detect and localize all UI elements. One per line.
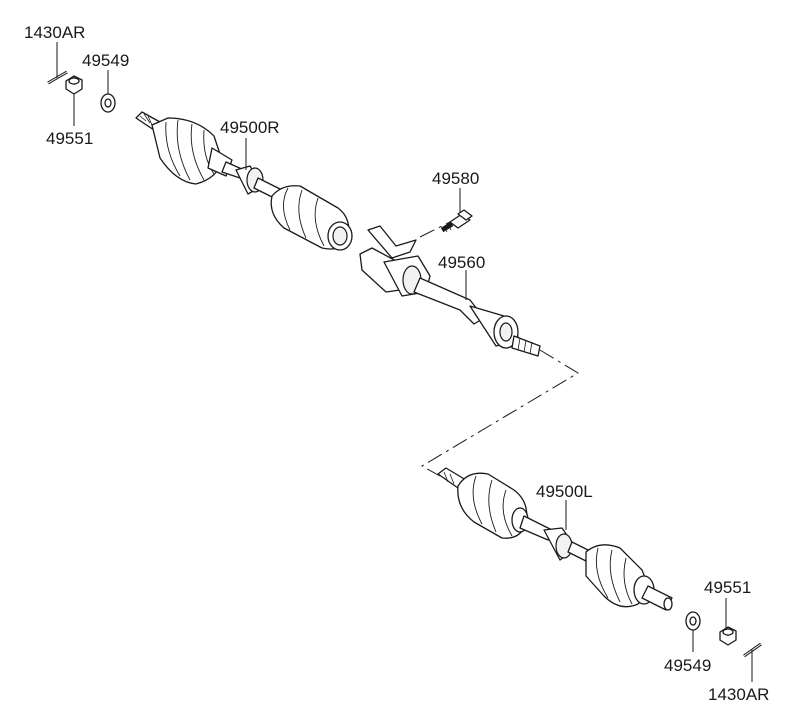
washer-top-icon bbox=[100, 93, 116, 113]
nut-bottom-icon bbox=[719, 626, 737, 646]
label-axle-left: 49500L bbox=[536, 482, 593, 501]
label-axle-right: 49500R bbox=[220, 118, 280, 137]
leader-lines bbox=[56, 42, 753, 682]
label-nut-bottom: 49551 bbox=[704, 578, 751, 597]
label-nut-top: 49551 bbox=[46, 129, 93, 148]
axle-left-assembly bbox=[437, 467, 673, 611]
label-cotter-pin-top: 1430AR bbox=[24, 23, 85, 42]
part-labels: 1430AR 49549 49551 49500R 49580 49560 49… bbox=[24, 23, 769, 704]
label-cotter-pin-bottom: 1430AR bbox=[708, 685, 769, 704]
nut-top-icon bbox=[65, 75, 83, 95]
bolt-icon bbox=[440, 209, 473, 233]
phantom-lines bbox=[419, 221, 579, 477]
label-intermediate-shaft: 49560 bbox=[438, 253, 485, 272]
label-washer-bottom: 49549 bbox=[664, 656, 711, 675]
axle-right-assembly bbox=[135, 111, 353, 251]
intermediate-shaft-assembly bbox=[359, 225, 541, 357]
washer-bottom-icon bbox=[685, 611, 701, 631]
label-bolt: 49580 bbox=[432, 169, 479, 188]
label-washer-top: 49549 bbox=[82, 51, 129, 70]
